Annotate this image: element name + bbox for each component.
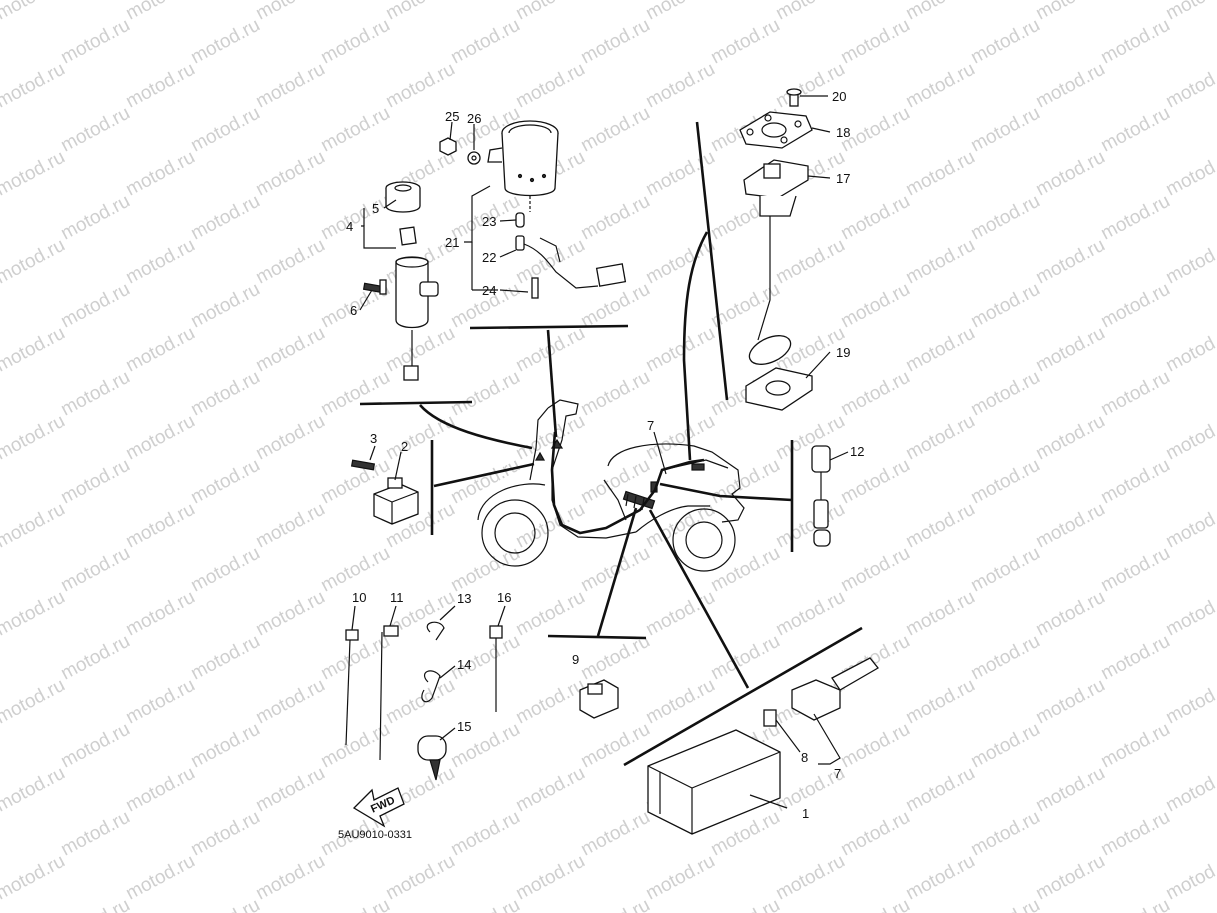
leader-relay <box>433 462 535 488</box>
bracket-ignition <box>359 400 473 406</box>
bracket-ecu <box>623 626 863 767</box>
callout-18: 18 <box>836 125 850 140</box>
callout-7-harness: 7 <box>647 418 654 433</box>
leader-meter <box>546 329 558 438</box>
coupler-9-group <box>579 679 619 719</box>
callout-2: 2 <box>401 439 408 454</box>
callout-10: 10 <box>352 590 366 605</box>
callout-leaders <box>351 95 849 809</box>
relay-group <box>350 459 419 525</box>
leader-ignition <box>419 404 533 450</box>
callout-7-coupler: 7 <box>834 766 841 781</box>
callout-13: 13 <box>457 591 471 606</box>
callout-5: 5 <box>372 201 379 216</box>
callout-21: 21 <box>445 235 459 250</box>
diagram-code: 5AU9010-0331 <box>338 829 412 841</box>
callout-1: 1 <box>802 806 809 821</box>
callout-16: 16 <box>497 590 511 605</box>
callout-24: 24 <box>482 283 496 298</box>
harness-connector-block <box>622 490 656 511</box>
callout-22: 22 <box>482 250 496 265</box>
bracket-meter <box>469 324 629 330</box>
leader-coupler <box>596 507 638 637</box>
meter-assembly-group <box>439 120 627 299</box>
callout-11: 11 <box>390 590 404 605</box>
callout-3: 3 <box>370 431 377 446</box>
callout-17: 17 <box>836 171 850 186</box>
bracket-coupler <box>547 634 647 640</box>
switch-12-group <box>811 445 831 547</box>
callout-9: 9 <box>572 652 579 667</box>
callout-19: 19 <box>836 345 850 360</box>
ecu-group <box>647 657 879 835</box>
callout-14: 14 <box>457 657 471 672</box>
callout-labels: 1 2 3 4 5 6 7 7 8 9 10 11 12 13 14 15 16… <box>346 89 864 821</box>
callout-6: 6 <box>350 303 357 318</box>
bracket-fuel <box>695 121 729 401</box>
callout-15: 15 <box>457 719 471 734</box>
bands-and-clamps-group <box>345 621 503 781</box>
callout-26: 26 <box>467 111 481 126</box>
callout-23: 23 <box>482 214 496 229</box>
fwd-arrow: FWD <box>352 787 405 828</box>
leader-fuel-sender <box>682 231 709 461</box>
callout-12: 12 <box>850 444 864 459</box>
callout-4: 4 <box>346 219 353 234</box>
scooter-outline <box>477 399 745 572</box>
harness-branch-to-12 <box>659 482 793 502</box>
ignition-switch-group <box>362 181 439 381</box>
fuel-sender-group <box>739 88 813 411</box>
callout-20: 20 <box>832 89 846 104</box>
callout-25: 25 <box>445 109 459 124</box>
callout-8: 8 <box>801 750 808 765</box>
leader-ecu <box>648 509 750 689</box>
wire-harness-path <box>550 431 705 535</box>
